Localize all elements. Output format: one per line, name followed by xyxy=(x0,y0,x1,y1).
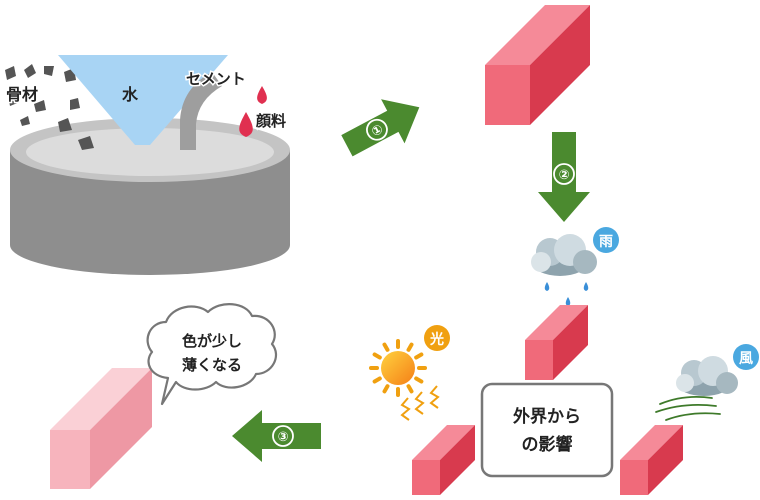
sun-ray xyxy=(382,384,390,394)
wind-badge xyxy=(733,344,759,370)
step3-arrow: ③ xyxy=(232,410,321,462)
sun-ray xyxy=(382,342,390,352)
raindrops-icon xyxy=(544,282,589,306)
step3-label: ③ xyxy=(277,430,288,445)
external-influence-line1: 外界から xyxy=(513,406,581,427)
heat-waves-icon xyxy=(400,385,440,421)
pigment-label: 顔料 xyxy=(255,112,286,130)
water-funnel xyxy=(58,55,228,145)
aggregate-label: 骨材 xyxy=(6,85,38,104)
cement-label: セメント xyxy=(186,70,246,88)
brick-new xyxy=(485,5,590,125)
rain-cloud-icon xyxy=(531,234,597,276)
wind-lines-icon xyxy=(655,395,721,421)
bubble-line2: 薄くなる xyxy=(182,356,242,374)
step1-arrow: ① xyxy=(341,99,420,157)
sun-ray xyxy=(414,352,424,360)
brick-light xyxy=(412,425,475,495)
brick-rain xyxy=(525,305,588,380)
rain-label: 雨 xyxy=(599,234,613,250)
light-badge xyxy=(424,325,450,351)
sun-ray xyxy=(372,376,382,384)
brick-wind xyxy=(620,425,683,495)
sun-icon xyxy=(369,339,427,397)
brick-faded xyxy=(50,368,152,489)
sun-ray xyxy=(414,376,424,384)
external-influence-box xyxy=(480,382,614,478)
step2-arrow: ② xyxy=(538,132,590,222)
sun-ray xyxy=(372,352,382,360)
water-label: 水 xyxy=(122,85,139,104)
light-label: 光 xyxy=(429,331,444,348)
external-influence-line2: の影響 xyxy=(522,434,573,455)
bubble-line1: 色が少し xyxy=(182,332,242,350)
sun-ray xyxy=(406,384,414,394)
wind-label: 風 xyxy=(739,351,753,367)
step2-label: ② xyxy=(558,168,569,183)
aggregate-chips xyxy=(5,64,94,150)
sun-ray xyxy=(406,342,414,352)
cement-pipe xyxy=(180,72,222,150)
pigment-drops xyxy=(239,86,267,137)
wind-cloud-icon xyxy=(676,356,738,396)
speech-bubble xyxy=(146,303,278,406)
rain-badge xyxy=(593,227,619,253)
mixer-tank xyxy=(10,118,290,275)
